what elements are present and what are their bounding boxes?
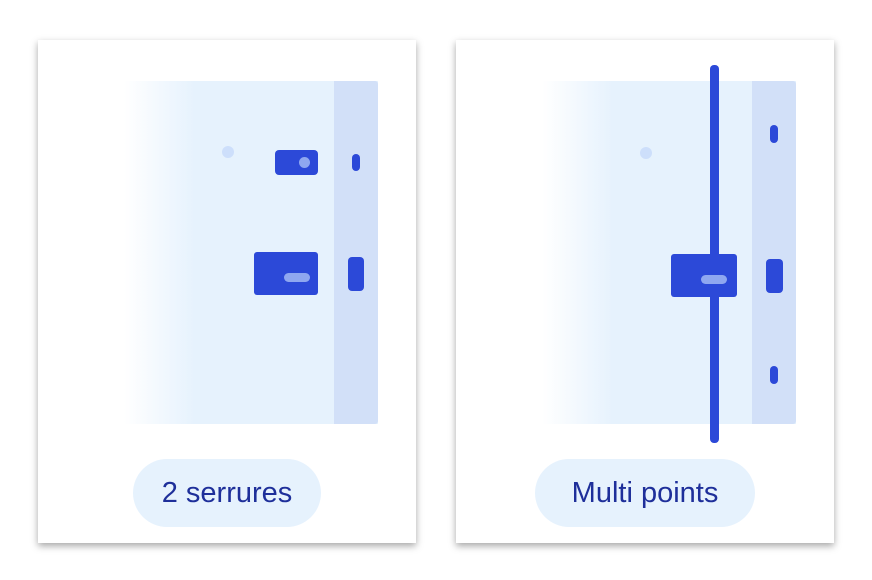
option-label: 2 serrures xyxy=(133,459,321,527)
door-frame xyxy=(334,81,378,424)
lower-strike-icon xyxy=(348,257,364,291)
option-card-two-locks[interactable]: 2 serrures xyxy=(38,40,416,543)
central-lock-icon xyxy=(671,254,737,297)
bottom-strike-icon xyxy=(770,366,778,384)
option-label: Multi points xyxy=(535,459,755,527)
upper-lock-icon xyxy=(275,150,318,175)
keyhole-icon xyxy=(299,157,310,168)
upper-strike-icon xyxy=(352,154,360,171)
top-strike-icon xyxy=(770,125,778,143)
door-peephole-icon xyxy=(222,146,234,158)
door-peephole-icon xyxy=(640,147,652,159)
middle-strike-icon xyxy=(766,259,783,293)
handle-icon xyxy=(284,273,310,282)
handle-icon xyxy=(701,275,727,284)
lower-lock-icon xyxy=(254,252,318,295)
option-card-multi-point[interactable]: Multi points xyxy=(456,40,834,543)
